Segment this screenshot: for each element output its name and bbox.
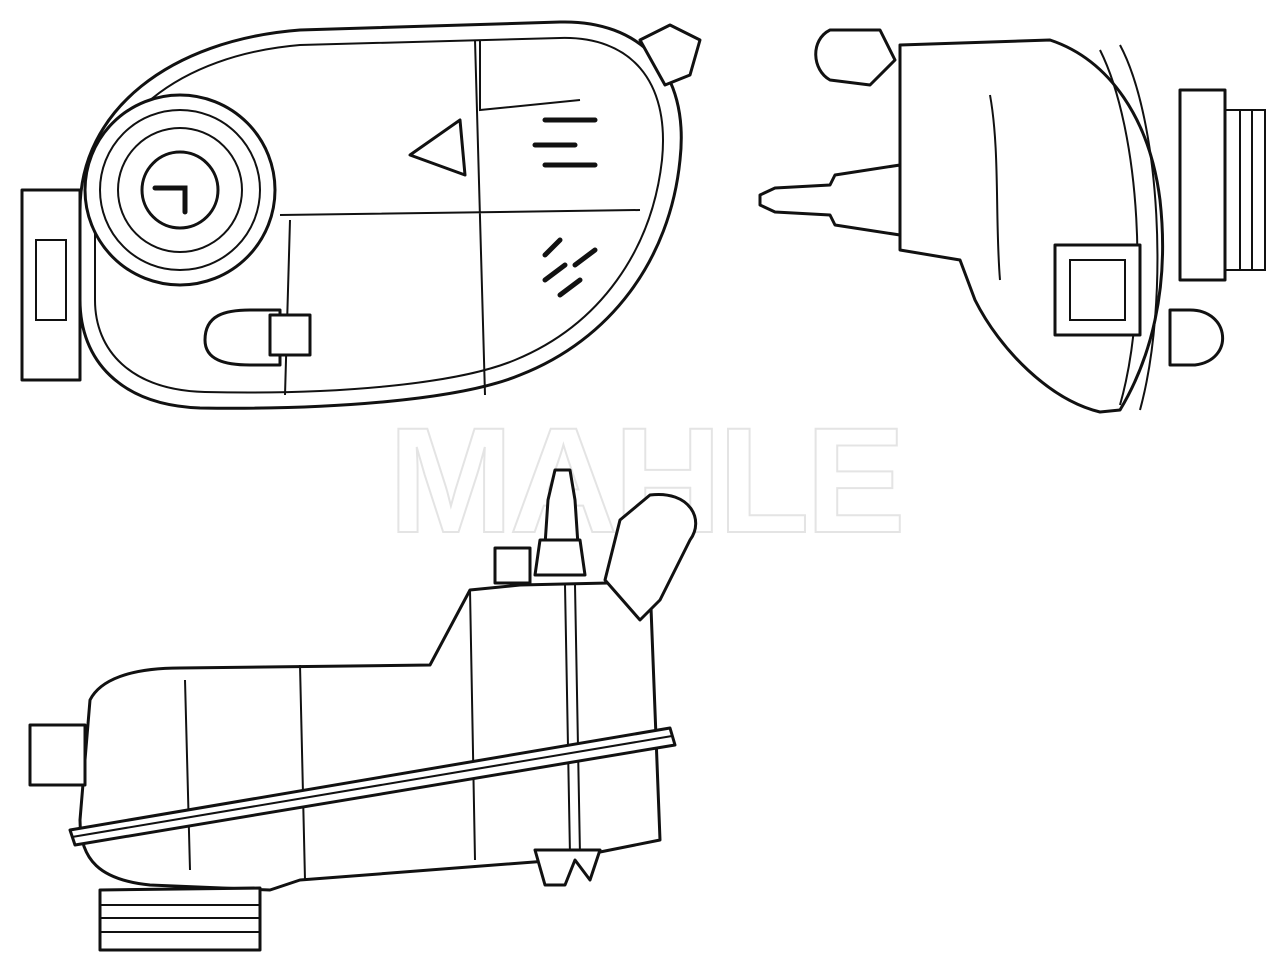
connector-clip-inner bbox=[1069, 259, 1126, 321]
filler-cap-ring bbox=[117, 127, 243, 253]
outlet-port bbox=[638, 23, 702, 87]
thread-lines bbox=[100, 904, 260, 933]
arrow-marking bbox=[408, 118, 467, 177]
top-view bbox=[20, 20, 702, 410]
side-connector bbox=[20, 188, 82, 382]
vent-nipple-base bbox=[533, 538, 587, 577]
tank-inner-outline bbox=[94, 36, 664, 394]
side-connector-slot bbox=[35, 239, 67, 321]
mounting-clip bbox=[533, 848, 602, 887]
hose-flange bbox=[1178, 88, 1227, 282]
sensor-plug bbox=[268, 313, 312, 357]
side-connector bbox=[28, 723, 87, 787]
outlet-port bbox=[814, 28, 897, 87]
tank-body-outline bbox=[898, 38, 1165, 414]
vent-nipple bbox=[543, 468, 580, 547]
body-seam-lines bbox=[184, 584, 581, 881]
body-seam-lines bbox=[279, 39, 641, 396]
thread-lines bbox=[1225, 109, 1266, 271]
cap-marking bbox=[152, 185, 188, 215]
filler-cap-ring bbox=[99, 109, 261, 271]
filler-neck bbox=[603, 493, 698, 622]
level-markings bbox=[532, 117, 598, 298]
strap-line bbox=[71, 735, 673, 838]
front-view bbox=[28, 468, 698, 952]
side-view bbox=[758, 28, 1266, 414]
lower-port bbox=[1168, 308, 1224, 367]
tank-body-outline bbox=[78, 580, 662, 892]
top-bracket bbox=[493, 546, 532, 585]
connector-clip bbox=[1053, 243, 1142, 337]
body-seam-lines bbox=[989, 44, 1159, 411]
vent-nipple bbox=[758, 163, 902, 237]
